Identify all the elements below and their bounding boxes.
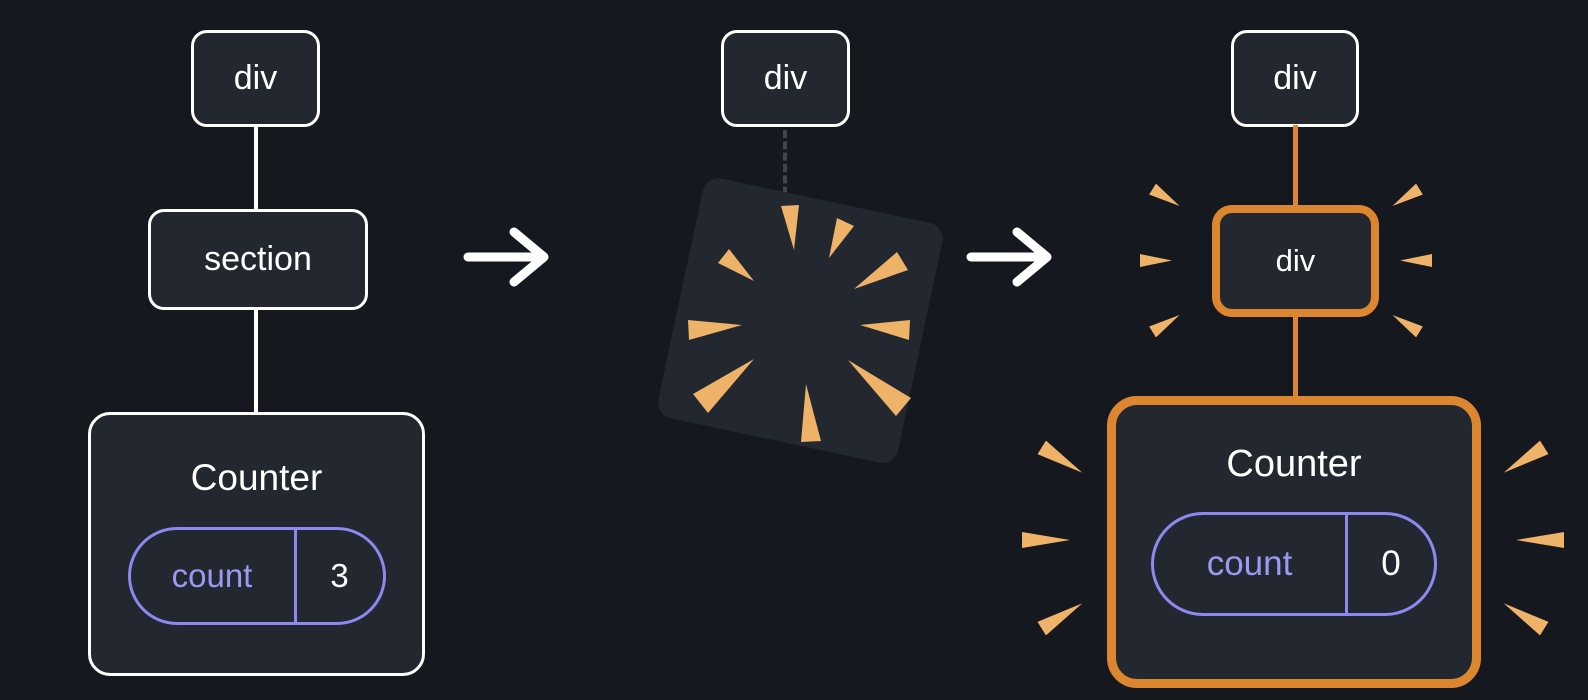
node-label: div — [233, 59, 278, 97]
arrow-right-icon — [966, 227, 1052, 287]
spark-icon — [1499, 440, 1548, 479]
arrow-right-icon — [463, 227, 549, 287]
state-pill: count 3 — [127, 527, 386, 625]
component-counter-after: Counter count 0 — [1107, 396, 1481, 688]
tree-node-root-after: div — [1231, 30, 1359, 127]
state-key: count — [1206, 544, 1293, 583]
edge-section-to-counter — [254, 308, 258, 414]
component-name: Counter — [190, 457, 323, 498]
tree-node-div-new: div — [1212, 205, 1379, 317]
pill-divider — [293, 530, 297, 622]
spark-icon — [1149, 184, 1183, 212]
spark-icon — [1037, 440, 1086, 479]
component-name: Counter — [1226, 443, 1362, 485]
tree-node-root-before: div — [191, 30, 320, 127]
spark-icon — [1389, 184, 1423, 212]
spark-icon — [1400, 254, 1432, 267]
node-label: section — [204, 240, 312, 278]
spark-icon — [1499, 596, 1548, 635]
state-key: count — [171, 557, 253, 594]
pill-divider — [1345, 515, 1348, 613]
edge-root-to-div-new — [1293, 125, 1298, 207]
poof-burst-icon — [658, 178, 943, 463]
node-label: div — [763, 59, 808, 97]
spark-icon — [1022, 532, 1070, 548]
node-label: div — [1275, 243, 1316, 278]
spark-icon — [1389, 310, 1423, 338]
dashed-edge-removed — [783, 130, 787, 206]
tree-node-section: section — [148, 209, 368, 310]
edge-div-to-counter-new — [1293, 315, 1298, 399]
spark-icon — [1037, 596, 1086, 635]
spark-icon — [1516, 532, 1564, 548]
component-counter-before: Counter count 3 — [88, 412, 425, 676]
spark-icon — [1149, 310, 1183, 338]
node-label: div — [1273, 59, 1317, 97]
tree-node-root-transition: div — [721, 30, 850, 127]
state-pill: count 0 — [1151, 512, 1437, 616]
state-value: 3 — [330, 557, 349, 594]
spark-icon — [1140, 254, 1172, 267]
state-value: 0 — [1381, 544, 1401, 583]
edge-root-to-section — [254, 125, 258, 211]
